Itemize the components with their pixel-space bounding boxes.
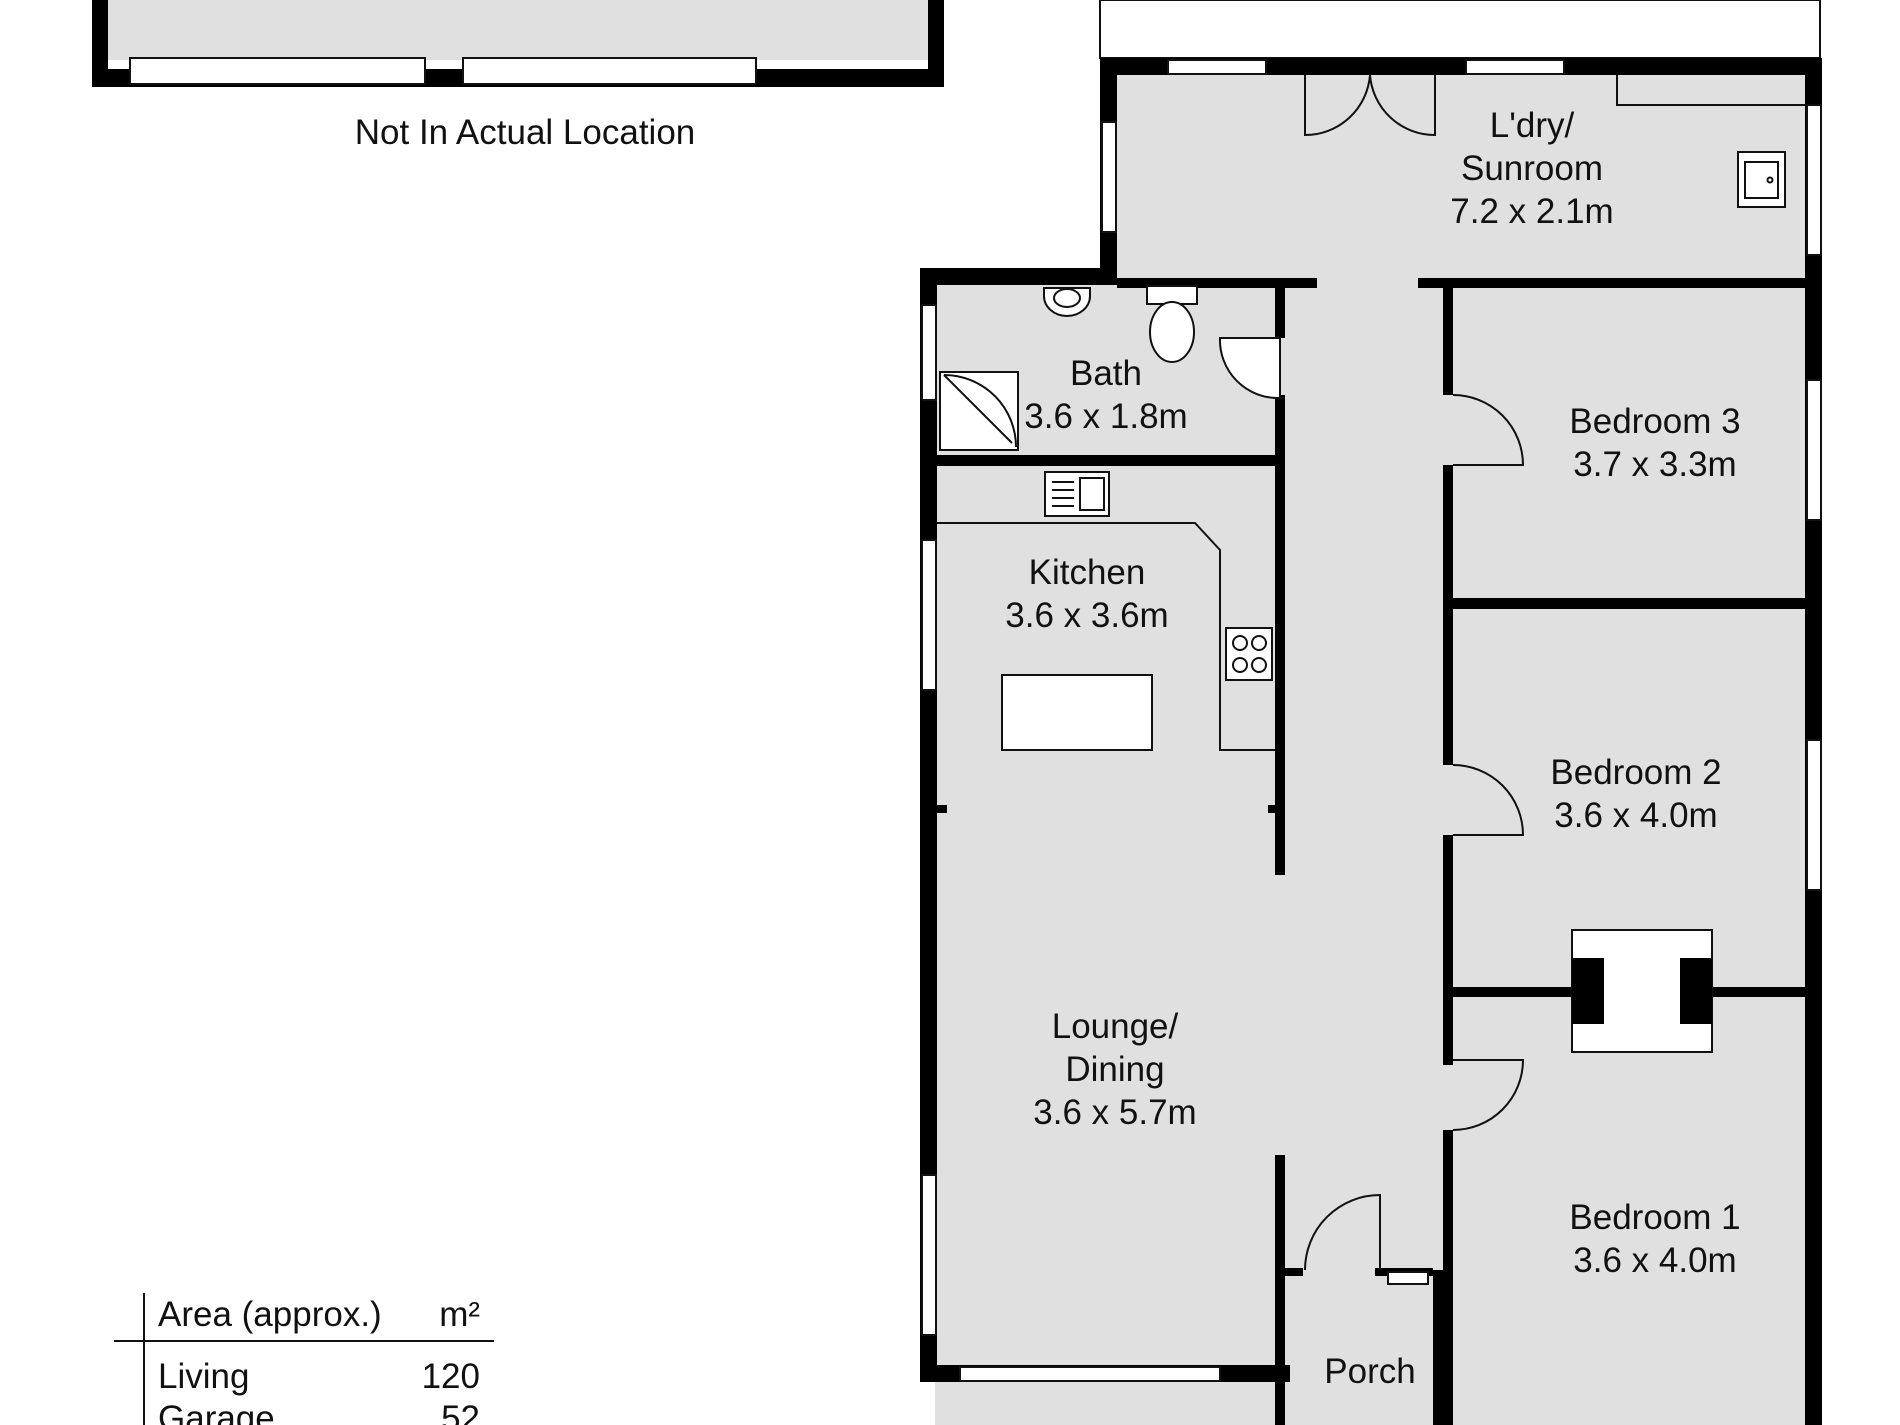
windows bbox=[921, 59, 1822, 1382]
fixtures bbox=[937, 151, 1786, 1053]
not-in-location-note: Not In Actual Location bbox=[355, 113, 696, 152]
room-name-line: Lounge/ bbox=[1052, 1007, 1179, 1046]
room-size: 3.6 x 5.7m bbox=[1033, 1093, 1196, 1132]
room-porch: Porch bbox=[1324, 1352, 1415, 1391]
room-name-line: Bedroom 3 bbox=[1569, 402, 1740, 441]
room-size: 3.6 x 3.6m bbox=[1005, 596, 1168, 635]
area-table-unit: m² bbox=[439, 1295, 480, 1334]
area-row-value: 52 bbox=[441, 1399, 480, 1425]
top-strip bbox=[1099, 0, 1821, 59]
kitchen-bench bbox=[937, 522, 1275, 751]
garage-fragment bbox=[92, 0, 944, 87]
room-size: 3.7 x 3.3m bbox=[1573, 445, 1736, 484]
area-row-label: Living bbox=[158, 1357, 249, 1396]
room-size: 3.6 x 4.0m bbox=[1554, 796, 1717, 835]
house-floor bbox=[935, 75, 1805, 1425]
laundry-bench bbox=[1616, 75, 1805, 106]
room-size: 3.6 x 1.8m bbox=[1024, 397, 1187, 436]
sink-icon bbox=[1044, 471, 1110, 517]
room-name-line: Sunroom bbox=[1461, 149, 1603, 188]
room-kitchen: Kitchen 3.6 x 3.6m bbox=[1005, 553, 1168, 635]
kitchen-island bbox=[1001, 674, 1153, 751]
area-table-header: Area (approx.) bbox=[158, 1295, 382, 1334]
room-bedroom2: Bedroom 2 3.6 x 4.0m bbox=[1550, 753, 1721, 835]
room-bath: Bath 3.6 x 1.8m bbox=[1024, 354, 1187, 436]
area-row-value: 120 bbox=[422, 1357, 480, 1396]
cooktop-icon bbox=[1225, 627, 1273, 681]
room-bedroom3: Bedroom 3 3.7 x 3.3m bbox=[1569, 402, 1740, 484]
room-name-line: Kitchen bbox=[1029, 553, 1146, 592]
doors bbox=[1218, 74, 1525, 1271]
room-size: 7.2 x 2.1m bbox=[1450, 192, 1613, 231]
area-row-label: Garage bbox=[158, 1399, 275, 1425]
room-name-line: Dining bbox=[1065, 1050, 1164, 1089]
room-name-line: L'dry/ bbox=[1490, 106, 1575, 145]
room-bedroom1: Bedroom 1 3.6 x 4.0m bbox=[1569, 1198, 1740, 1280]
room-name-line: Bedroom 1 bbox=[1569, 1198, 1740, 1237]
room-name-line: Porch bbox=[1324, 1352, 1415, 1391]
room-laundry: L'dry/ Sunroom 7.2 x 2.1m bbox=[1450, 106, 1613, 231]
room-lounge: Lounge/ Dining 3.6 x 5.7m bbox=[1033, 1007, 1196, 1132]
room-name-line: Bath bbox=[1070, 354, 1142, 393]
area-table: Area (approx.) m² Living 120 Garage 52 bbox=[114, 1293, 494, 1425]
room-size: 3.6 x 4.0m bbox=[1573, 1241, 1736, 1280]
room-name-line: Bedroom 2 bbox=[1550, 753, 1721, 792]
